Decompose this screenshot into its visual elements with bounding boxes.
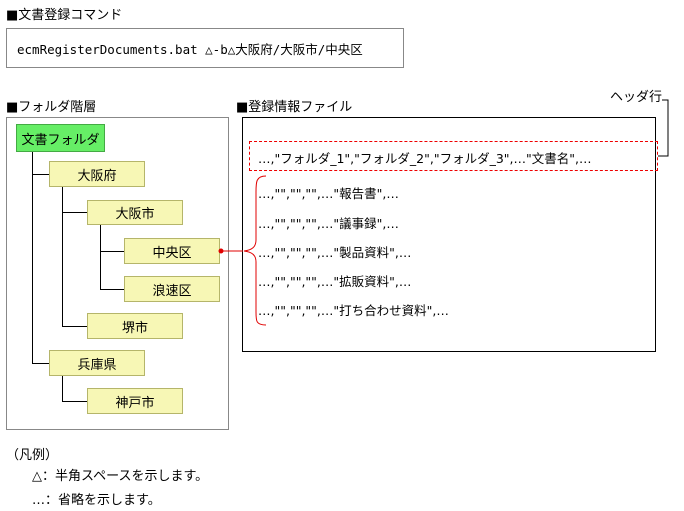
tree-line-hyogo-vertical — [62, 376, 63, 401]
data-row-1: …,"","","",…"報告書",… — [258, 186, 399, 201]
folder-node-osaka-fu: 大阪府 — [49, 161, 145, 187]
folder-hierarchy-panel — [6, 117, 229, 430]
folder-node-kobe-shi: 神戸市 — [87, 388, 183, 414]
folder-node-naniwa-ku: 浪速区 — [124, 276, 220, 302]
header-row-highlight — [249, 141, 658, 171]
command-section-title: ■文書登録コマンド — [6, 8, 123, 23]
folder-node-hyogo-ken: 兵庫県 — [49, 350, 145, 376]
registration-file-panel — [242, 117, 656, 352]
data-row-3: …,"","","",…"製品資料",… — [258, 245, 412, 260]
command-text: ecmRegisterDocuments.bat △-b△大阪府/大阪市/中央区 — [17, 42, 363, 57]
legend-title: （凡例） — [6, 448, 59, 463]
tree-line-osaka-fu — [32, 174, 49, 175]
header-row-text: …,"フォルダ_1","フォルダ_2","フォルダ_3",…"文書名",… — [258, 151, 592, 166]
folder-section-title: ■フォルダ階層 — [6, 100, 97, 115]
legend-item-ellipsis: …：省略を示します。 — [32, 493, 161, 508]
tree-line-root-vertical — [32, 152, 33, 363]
folder-node-sakai-shi: 堺市 — [87, 313, 183, 339]
chuo-link-dot — [218, 248, 224, 254]
tree-line-chuo — [100, 251, 124, 252]
folder-node-root: 文書フォルダ — [16, 124, 105, 152]
data-row-2: …,"","","",…"議事録",… — [258, 216, 399, 231]
folder-node-osaka-shi: 大阪市 — [87, 200, 183, 225]
data-row-5: …,"","","",…"打ち合わせ資料",… — [258, 303, 449, 318]
tree-line-sakai — [62, 326, 87, 327]
tree-line-osaka-shi — [62, 212, 87, 213]
header-callout-connector — [658, 99, 669, 157]
legend-item-space: △：半角スペースを示します。 — [32, 469, 209, 484]
data-row-4: …,"","","",…"拡販資料",… — [258, 274, 412, 289]
tree-line-naniwa — [100, 289, 124, 290]
rows-brace — [243, 175, 267, 326]
tree-line-osaka-shi-vertical — [100, 224, 101, 289]
tree-line-osaka-fu-vertical — [62, 187, 63, 326]
file-section-title: ■登録情報ファイル — [236, 100, 353, 115]
header-row-callout-label: ヘッダ行 — [610, 90, 663, 105]
tree-line-hyogo — [32, 363, 49, 364]
tree-line-kobe — [62, 401, 87, 402]
command-box: ecmRegisterDocuments.bat △-b△大阪府/大阪市/中央区 — [6, 28, 404, 68]
